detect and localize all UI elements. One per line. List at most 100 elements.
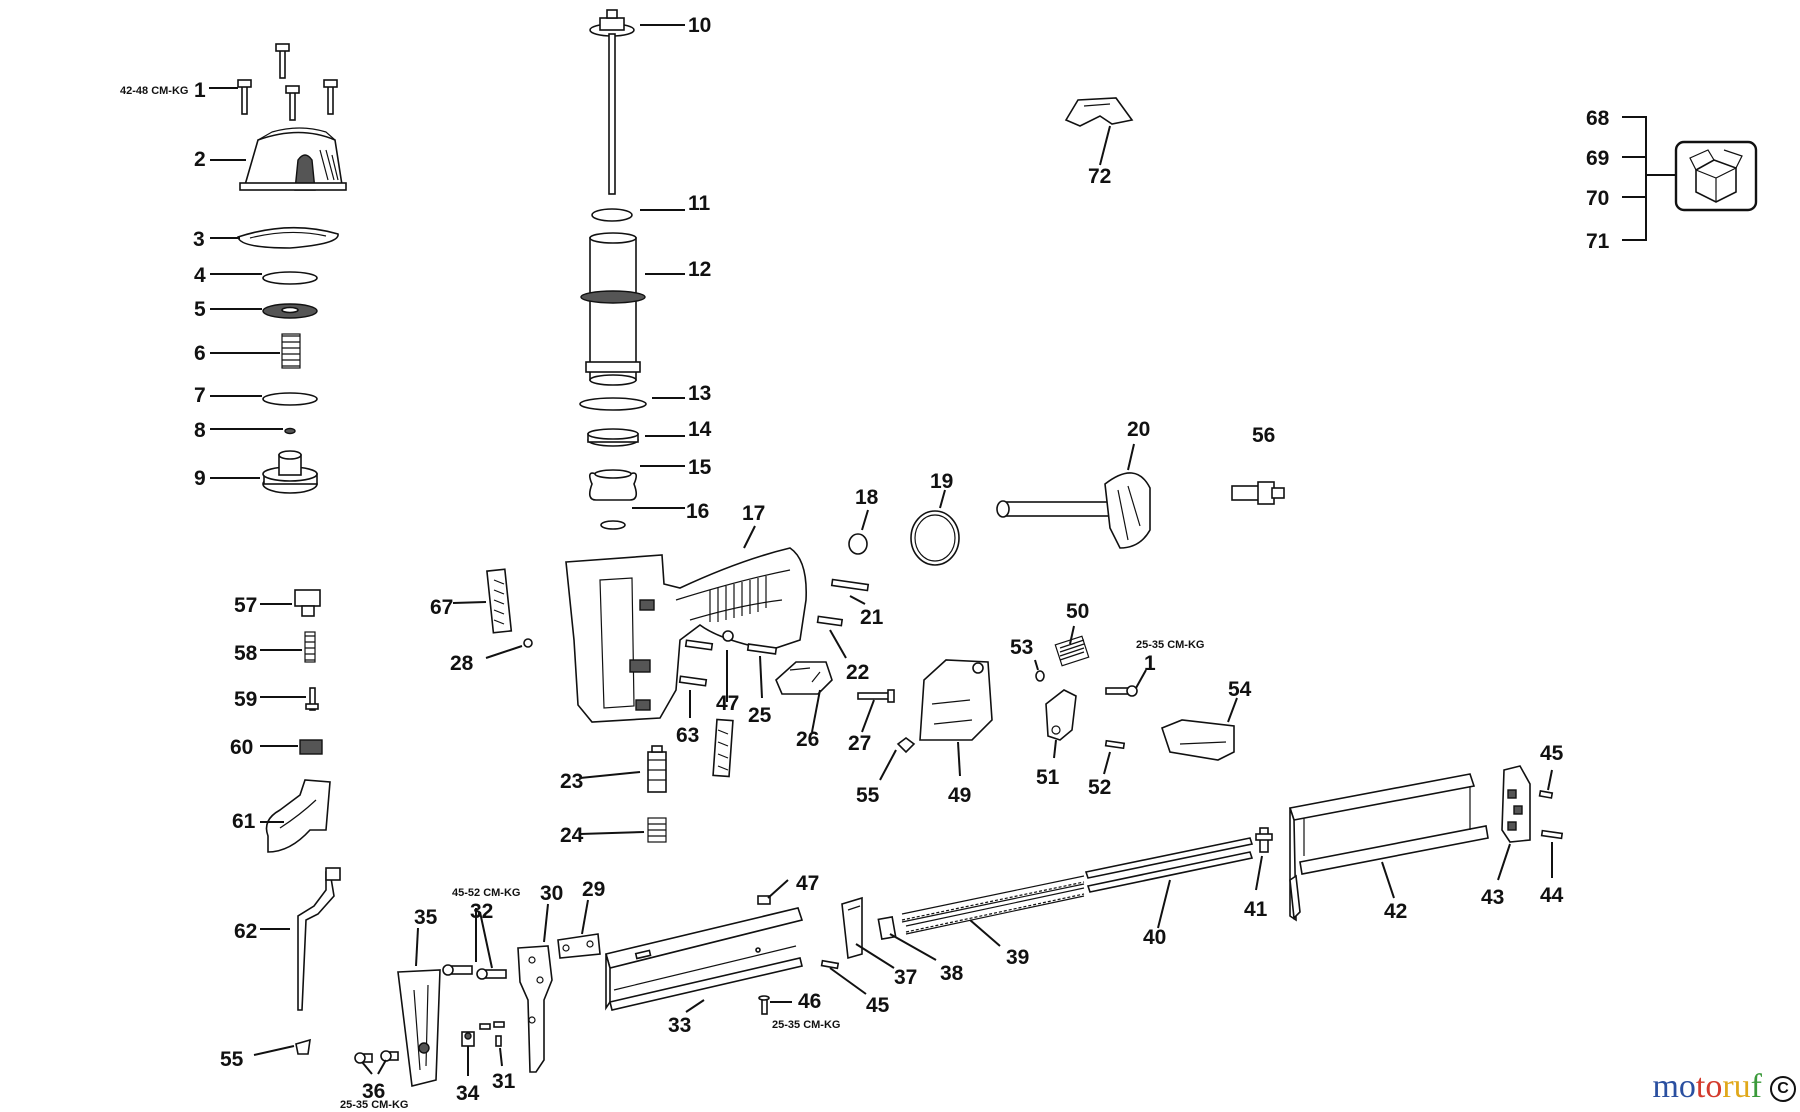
part-56-fitting [1231, 481, 1285, 505]
part-30-nosepiece [517, 945, 553, 1073]
watermark-logo: motoruf [1652, 1068, 1762, 1106]
part-32-pins [442, 964, 507, 980]
label-63: 63 [676, 724, 699, 747]
note-2: 25-35 CM-KG [1136, 639, 1204, 651]
label-19: 19 [930, 470, 953, 493]
watermark-part-4: f [1750, 1068, 1762, 1105]
part-23-trigger-valve [647, 745, 667, 793]
part-46-pin [758, 995, 770, 1015]
label-17: 17 [742, 502, 765, 525]
part-40-rods [1084, 837, 1254, 893]
part-10-piston-driver [589, 9, 635, 195]
note-5: 25-35 CM-KG [772, 1019, 840, 1031]
label-50: 50 [1066, 600, 1089, 623]
watermark-part-3: ru [1722, 1068, 1751, 1105]
part-19-oring [910, 510, 960, 566]
label-52: 52 [1088, 776, 1111, 799]
part-54-latch [1161, 719, 1235, 761]
label-2: 2 [194, 148, 206, 171]
label-55b: 55 [220, 1048, 244, 1071]
label-11: 11 [688, 192, 711, 215]
part-34-screw [461, 1031, 475, 1047]
label-33: 33 [668, 1014, 691, 1037]
part-22-pin [816, 615, 844, 627]
label-16: 16 [686, 500, 709, 523]
part-5-disc [262, 303, 318, 319]
label-30: 30 [540, 882, 563, 905]
part-51-lever [1045, 689, 1077, 741]
part-13-oring [579, 397, 647, 411]
label-40: 40 [1143, 926, 1166, 949]
part-20-end-cap [996, 472, 1151, 549]
part-41-guide [1255, 827, 1273, 853]
label-12: 12 [688, 258, 711, 281]
label-32: 32 [470, 900, 493, 923]
part-61-contact-arm [265, 779, 331, 853]
label-68: 68 [1586, 107, 1610, 130]
part-26-latch [775, 661, 833, 695]
part-60-knob [299, 739, 323, 755]
label-28: 28 [450, 652, 474, 675]
label-71: 71 [1586, 230, 1610, 253]
watermark-part-1: mo [1652, 1068, 1696, 1105]
part-31-pins [479, 1021, 505, 1047]
label-43: 43 [1481, 886, 1504, 909]
label-44: 44 [1540, 884, 1564, 907]
part-8-oring-small [284, 427, 296, 435]
label-53: 53 [1010, 636, 1033, 659]
part-47-pin-upper [684, 639, 714, 651]
label-6: 6 [194, 342, 206, 365]
part-47-nut [757, 895, 771, 905]
label-55a: 55 [856, 784, 880, 807]
part-38-block [877, 916, 897, 940]
part-43-end-cap [1501, 765, 1531, 843]
copyright-mark: C [1770, 1076, 1796, 1102]
part-16-washer [600, 520, 626, 530]
part-24-spring [647, 817, 667, 843]
label-9: 9 [194, 467, 206, 490]
label-22: 22 [846, 661, 869, 684]
part-27-pin [857, 689, 895, 703]
label-24: 24 [560, 824, 584, 847]
part-42-rail [1288, 773, 1489, 922]
part-29-clip [557, 933, 601, 959]
label-10: 10 [688, 14, 711, 37]
part-3-gasket [237, 226, 339, 249]
part-7-oring [262, 392, 318, 406]
label-47a: 47 [716, 692, 739, 715]
label-42: 42 [1384, 900, 1407, 923]
label-46: 46 [798, 990, 821, 1013]
label-62: 62 [234, 920, 257, 943]
label-7: 7 [194, 384, 206, 407]
leader-lines [209, 24, 1553, 1076]
part-1-screws [237, 43, 338, 121]
label-49: 49 [948, 784, 971, 807]
label-60: 60 [230, 736, 253, 759]
part-72-cap [1064, 97, 1134, 127]
label-38: 38 [940, 962, 964, 985]
part-57-plunger [294, 589, 321, 617]
part-58-spring [304, 631, 316, 663]
part-28-ball [523, 638, 533, 648]
label-34: 34 [456, 1082, 480, 1105]
note-1: 42-48 CM-KG [120, 85, 188, 97]
label-23: 23 [560, 770, 583, 793]
label-27: 27 [848, 732, 871, 755]
part-2-cap [239, 127, 347, 191]
part-63-pin [678, 675, 708, 687]
part-6-spring [281, 333, 301, 369]
part-33-magazine [605, 907, 804, 1011]
part-53-washer [1035, 670, 1045, 682]
part-9-head-valve [262, 450, 318, 494]
part-63-strip [712, 718, 734, 778]
part-36-screws [354, 1050, 399, 1064]
label-56: 56 [1252, 424, 1275, 447]
label-51: 51 [1036, 766, 1060, 789]
part-52-pin [1104, 739, 1126, 750]
part-39-springs [901, 875, 1085, 935]
part-37-follower [841, 896, 863, 960]
label-8: 8 [194, 419, 206, 442]
part-50-spring [1054, 635, 1090, 667]
